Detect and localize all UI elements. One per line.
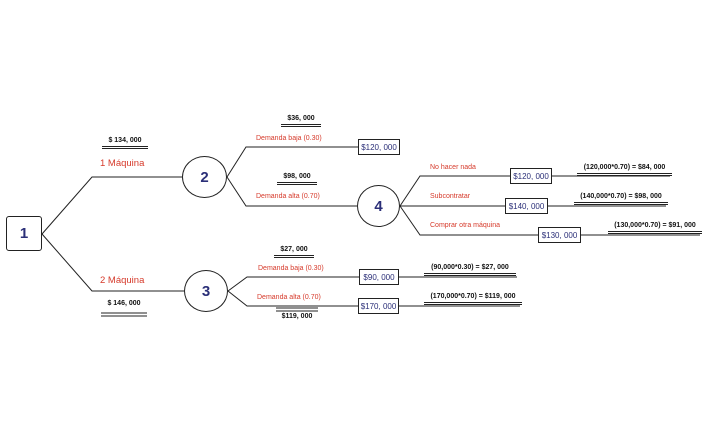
expected-value-119: $119, 000: [281, 313, 313, 320]
branch-line-n2-alta: [226, 176, 357, 207]
branch-label-subcontratar: Subcontratar: [430, 193, 471, 200]
outcome-calc-119: (170,000*0.70) = $119, 000: [424, 293, 522, 305]
branch-line-n4-nada: [399, 175, 510, 207]
payoff-box-90: $90, 000: [359, 269, 399, 285]
outcome-calc-84: (120,000*0.70) = $84, 000: [577, 164, 672, 176]
payoff-box-120-nada: $120, 000: [510, 168, 552, 184]
expected-value-36: $36, 000: [281, 115, 321, 127]
expected-value-134: $ 134, 000: [102, 137, 148, 149]
payoff-box-140: $140, 000: [505, 198, 548, 214]
branch-label-n3-baja: Demanda baja (0.30): [258, 265, 324, 272]
outcome-calc-91: (130,000*0.70) = $91, 000: [608, 222, 702, 234]
branch-line-n3-alta: [227, 290, 358, 307]
outcome-calc-98: (140,000*0.70) = $98, 000: [574, 193, 668, 205]
double-underline-146: [101, 312, 147, 317]
branch-label-2-maquinas: 2 Máquina: [100, 275, 145, 286]
payoff-box-170: $170, 000: [358, 298, 399, 314]
branch-line-n2-baja: [226, 146, 358, 178]
chance-node-3: 3: [184, 270, 228, 312]
branch-line-n3-baja: [227, 276, 359, 292]
branch-label-no-hacer-nada: No hacer nada: [430, 164, 476, 171]
branch-label-n3-alta: Demanda alta (0.70): [257, 294, 321, 301]
chance-node-4: 4: [357, 185, 400, 227]
double-underline-119-top: [276, 307, 318, 312]
expected-value-146: $ 146, 000: [107, 300, 141, 307]
branch-label-comprar-otra: Comprar otra máquina: [430, 222, 501, 229]
expected-value-27: $27, 000: [274, 246, 314, 258]
chance-node-2: 2: [182, 156, 227, 198]
branch-line-n4-comprar: [399, 205, 538, 236]
payoff-box-120-baja: $120, 000: [358, 139, 400, 155]
expected-value-98: $98, 000: [277, 173, 317, 185]
branch-line-1-maquina: [41, 176, 182, 235]
branch-label-n2-alta: Demanda alta (0.70): [256, 193, 320, 200]
branch-line-2-maquinas: [41, 233, 184, 292]
branch-label-1-maquina: 1 Máquina: [100, 158, 145, 169]
branch-label-n2-baja: Demanda baja (0.30): [256, 135, 322, 142]
decision-node-1: 1: [6, 216, 42, 251]
payoff-box-130: $130, 000: [538, 227, 581, 243]
outcome-calc-27: (90,000*0.30) = $27, 000: [424, 264, 516, 276]
